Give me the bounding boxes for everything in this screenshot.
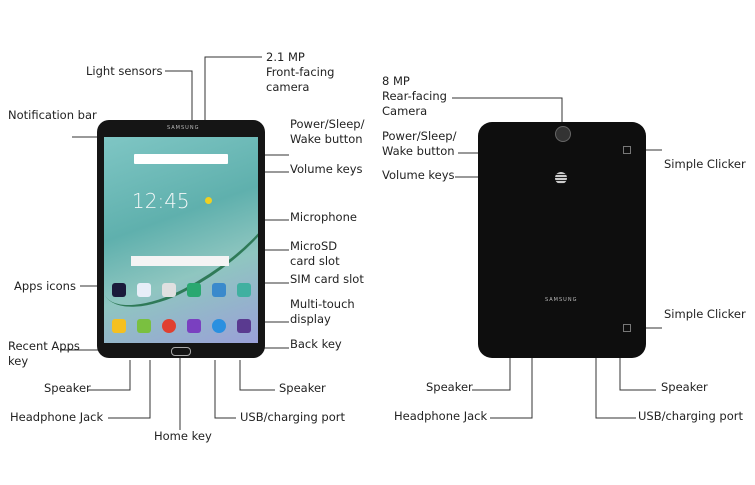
app-icon[interactable] (137, 319, 151, 333)
tablet-front: SAMSUNG 12:45 (97, 120, 265, 358)
label-microphone: Microphone (290, 210, 357, 224)
app-icon[interactable] (162, 283, 176, 297)
label-power-button: Power/Sleep/Wake button (382, 129, 457, 158)
label-simple-clicker: Simple Clicker (664, 307, 746, 321)
app-icon[interactable] (237, 283, 251, 297)
clicker-icon (623, 146, 631, 154)
app-icon[interactable] (137, 283, 151, 297)
label-speaker: Speaker (661, 380, 708, 394)
label-headphone-jack: Headphone Jack (10, 410, 104, 424)
apps-grid-icon[interactable] (237, 319, 251, 333)
app-icon[interactable] (112, 319, 126, 333)
app-icon[interactable] (212, 319, 226, 333)
dock-row (112, 319, 251, 333)
app-icons-row (112, 283, 251, 297)
search-bar[interactable] (134, 154, 228, 164)
att-logo-icon (555, 172, 567, 184)
home-key[interactable] (171, 347, 191, 356)
tablet-back: SAMSUNG (478, 122, 646, 358)
app-icon[interactable] (112, 283, 126, 297)
app-icon[interactable] (212, 283, 226, 297)
widget[interactable] (131, 256, 229, 266)
label-notification-bar: Notification bar (8, 108, 97, 122)
label-headphone-jack: Headphone Jack (394, 409, 488, 423)
label-home-key: Home key (154, 429, 212, 443)
weather-icon (205, 197, 212, 204)
label-apps-icons: Apps icons (14, 279, 76, 293)
app-icon[interactable] (187, 283, 201, 297)
clock: 12:45 (132, 189, 190, 213)
label-sim: SIM card slot (290, 272, 364, 286)
app-icon[interactable] (187, 319, 201, 333)
samsung-logo: SAMSUNG (167, 125, 200, 131)
label-speaker: Speaker (426, 380, 473, 394)
home-screen: 12:45 (104, 137, 258, 343)
label-power-button: Power/Sleep/Wake button (290, 117, 365, 146)
rear-camera-icon (555, 126, 571, 142)
label-speaker: Speaker (44, 381, 91, 395)
label-simple-clicker: Simple Clicker (664, 157, 746, 171)
label-light-sensors: Light sensors (86, 64, 163, 78)
label-usb-port: USB/charging port (638, 409, 743, 423)
clicker-icon (623, 324, 631, 332)
samsung-logo: SAMSUNG (545, 297, 578, 303)
label-usb-port: USB/charging port (240, 410, 345, 424)
label-volume-keys: Volume keys (290, 162, 363, 176)
label-back-key: Back key (290, 337, 342, 351)
wallpaper-swoosh (104, 137, 258, 326)
label-speaker: Speaker (279, 381, 326, 395)
app-icon[interactable] (162, 319, 176, 333)
label-volume-keys: Volume keys (382, 168, 455, 182)
